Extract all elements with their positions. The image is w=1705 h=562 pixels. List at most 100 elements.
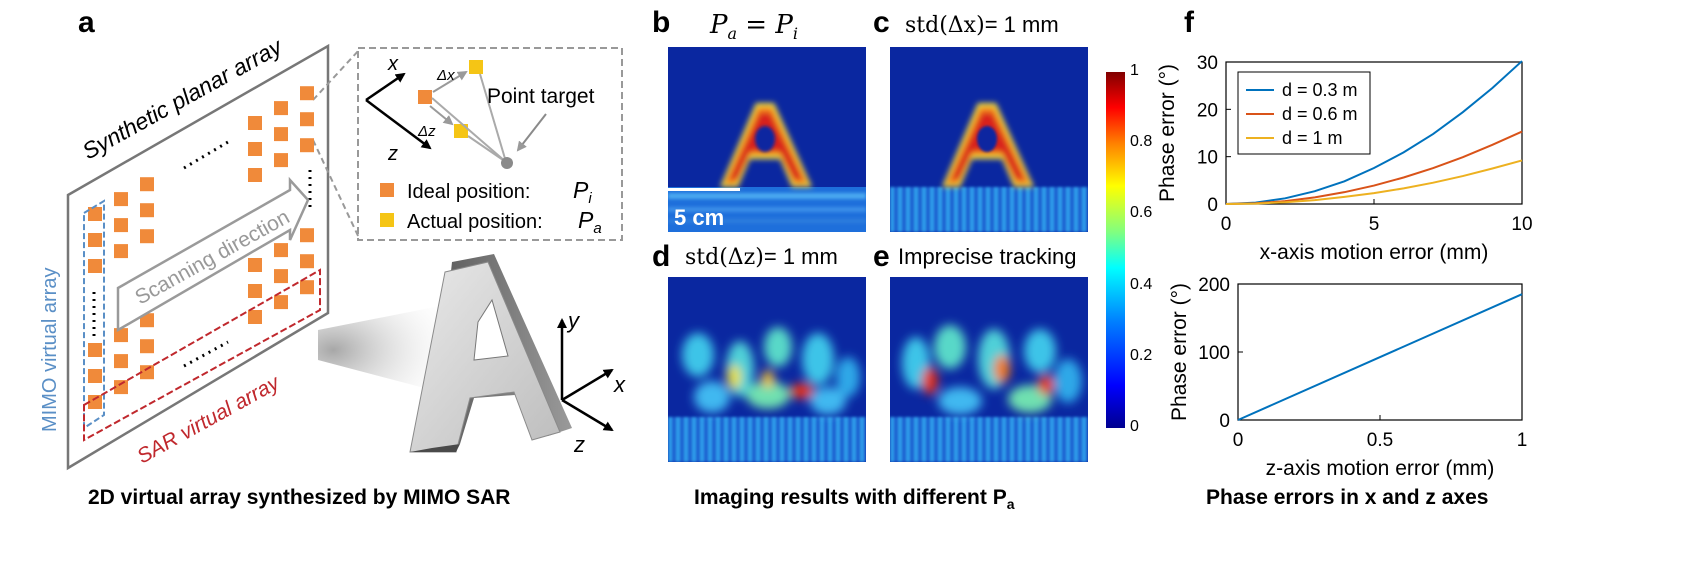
x-tick-label: 0 xyxy=(1221,214,1232,235)
array-element xyxy=(300,86,314,101)
legend-ideal-swatch xyxy=(380,183,394,197)
main-axis-z xyxy=(561,398,614,432)
series-line xyxy=(1237,293,1523,421)
dz-label: Δz xyxy=(417,123,436,140)
array-element xyxy=(140,339,154,354)
series-line xyxy=(1225,60,1523,205)
inset-axis-x xyxy=(365,72,406,102)
y-tick-label: 30 xyxy=(1197,53,1218,74)
array-element xyxy=(300,138,314,153)
x-tick-label: 5 xyxy=(1369,214,1380,235)
y-tick-label: 20 xyxy=(1197,100,1218,121)
main-axis-x xyxy=(561,368,614,402)
zoom-line-bottom xyxy=(312,139,361,241)
x-axis-label: z-axis motion error (mm) xyxy=(1266,457,1495,480)
x-tick-label: 0 xyxy=(1233,430,1244,451)
array-element xyxy=(300,280,314,295)
y-tick-label: 100 xyxy=(1198,343,1230,364)
main-y-label: y xyxy=(566,308,581,333)
y-tick-label: 10 xyxy=(1197,148,1218,169)
x-tick-label: 1 xyxy=(1517,430,1528,451)
dots-top-row xyxy=(183,140,229,170)
main-x-label: x xyxy=(613,372,626,397)
array-element xyxy=(114,354,128,369)
array-element xyxy=(114,328,128,343)
panel-label-a: a xyxy=(78,6,95,39)
array-element xyxy=(140,365,154,380)
inset-x-label: x xyxy=(387,53,399,75)
array-element xyxy=(274,127,288,142)
inset-axis-z xyxy=(365,99,432,150)
colorbar-tick-label: 0.8 xyxy=(1130,133,1153,151)
dx-label: Δx xyxy=(436,67,455,84)
heatmap-b: 5 cm xyxy=(668,47,866,232)
array-element xyxy=(88,207,102,221)
virtual-array-elements xyxy=(88,86,314,409)
y-tick-label: 200 xyxy=(1198,275,1230,296)
legend-actual-label: Actual position: xyxy=(407,211,543,233)
array-element xyxy=(274,101,288,116)
array-element xyxy=(114,192,128,207)
colorbar-tick-label: 1 xyxy=(1130,62,1139,79)
dots-bottom-row xyxy=(183,340,229,368)
colorbar-tick-label: 0 xyxy=(1130,418,1139,435)
array-element xyxy=(300,228,314,243)
array-element xyxy=(274,243,288,258)
y-tick-label: 0 xyxy=(1219,411,1230,432)
array-element xyxy=(248,258,262,272)
title-e: Imprecise tracking xyxy=(898,244,1077,269)
inset-actual-elem-2 xyxy=(454,124,468,138)
array-element xyxy=(248,310,262,324)
y-tick-label: 0 xyxy=(1207,195,1218,216)
array-element xyxy=(248,168,262,182)
title-c: std(Δx)= 1 mm xyxy=(905,12,1059,38)
x-tick-label: 0.5 xyxy=(1367,430,1393,451)
array-element xyxy=(88,343,102,357)
inset-z-label: z xyxy=(387,143,398,165)
panel-label-d: d xyxy=(652,240,671,273)
array-element xyxy=(114,380,128,395)
heatmap-e xyxy=(890,277,1088,462)
point-target-pointer xyxy=(516,113,547,152)
array-element xyxy=(88,369,102,383)
array-element xyxy=(248,142,262,156)
main-z-label: z xyxy=(573,432,585,457)
caption-f: Phase errors in x and z axes xyxy=(1206,486,1489,509)
legend-label: d = 0.6 m xyxy=(1282,104,1358,124)
title-b: Pa = Pi xyxy=(710,10,798,44)
panel-label-c: c xyxy=(873,6,890,39)
array-element xyxy=(140,203,154,218)
y-axis-label: Phase error (°) xyxy=(1168,283,1191,421)
heatmap-c xyxy=(890,47,1088,232)
panel-label-e: e xyxy=(873,240,890,273)
dx-arrow xyxy=(432,70,468,93)
array-element xyxy=(88,395,102,409)
array-element xyxy=(274,295,288,310)
array-element xyxy=(274,153,288,168)
array-element xyxy=(114,218,128,233)
array-element xyxy=(300,254,314,269)
array-element xyxy=(140,177,154,192)
caption-middle: Imaging results with different Pa xyxy=(694,486,1015,513)
title-d: std(Δz)= 1 mm xyxy=(685,244,838,270)
letter-a-3d xyxy=(409,254,572,453)
ray-1 xyxy=(479,73,507,163)
point-target-label: Point target xyxy=(487,85,595,108)
zoom-line-top xyxy=(312,48,361,101)
legend-ideal-label: Ideal position: xyxy=(407,181,530,203)
sar-dashed-box xyxy=(83,268,321,442)
colorbar-tick-label: 0.6 xyxy=(1130,204,1153,222)
x-tick-label: 10 xyxy=(1511,214,1532,235)
scale-bar-label: 5 cm xyxy=(674,205,725,230)
legend-label: d = 0.3 m xyxy=(1282,80,1358,100)
colorbar-tick-label: 0.4 xyxy=(1130,275,1153,293)
panel-a-diagram: Scanning direction Synthetic planar arra… xyxy=(39,32,626,471)
scanning-label: Scanning direction xyxy=(131,205,293,309)
array-element xyxy=(88,259,102,273)
array-element xyxy=(114,244,128,259)
ray-3 xyxy=(467,135,507,163)
series-line xyxy=(1225,159,1523,205)
legend-ideal-symbol: Pi xyxy=(573,177,592,207)
array-element xyxy=(248,284,262,298)
